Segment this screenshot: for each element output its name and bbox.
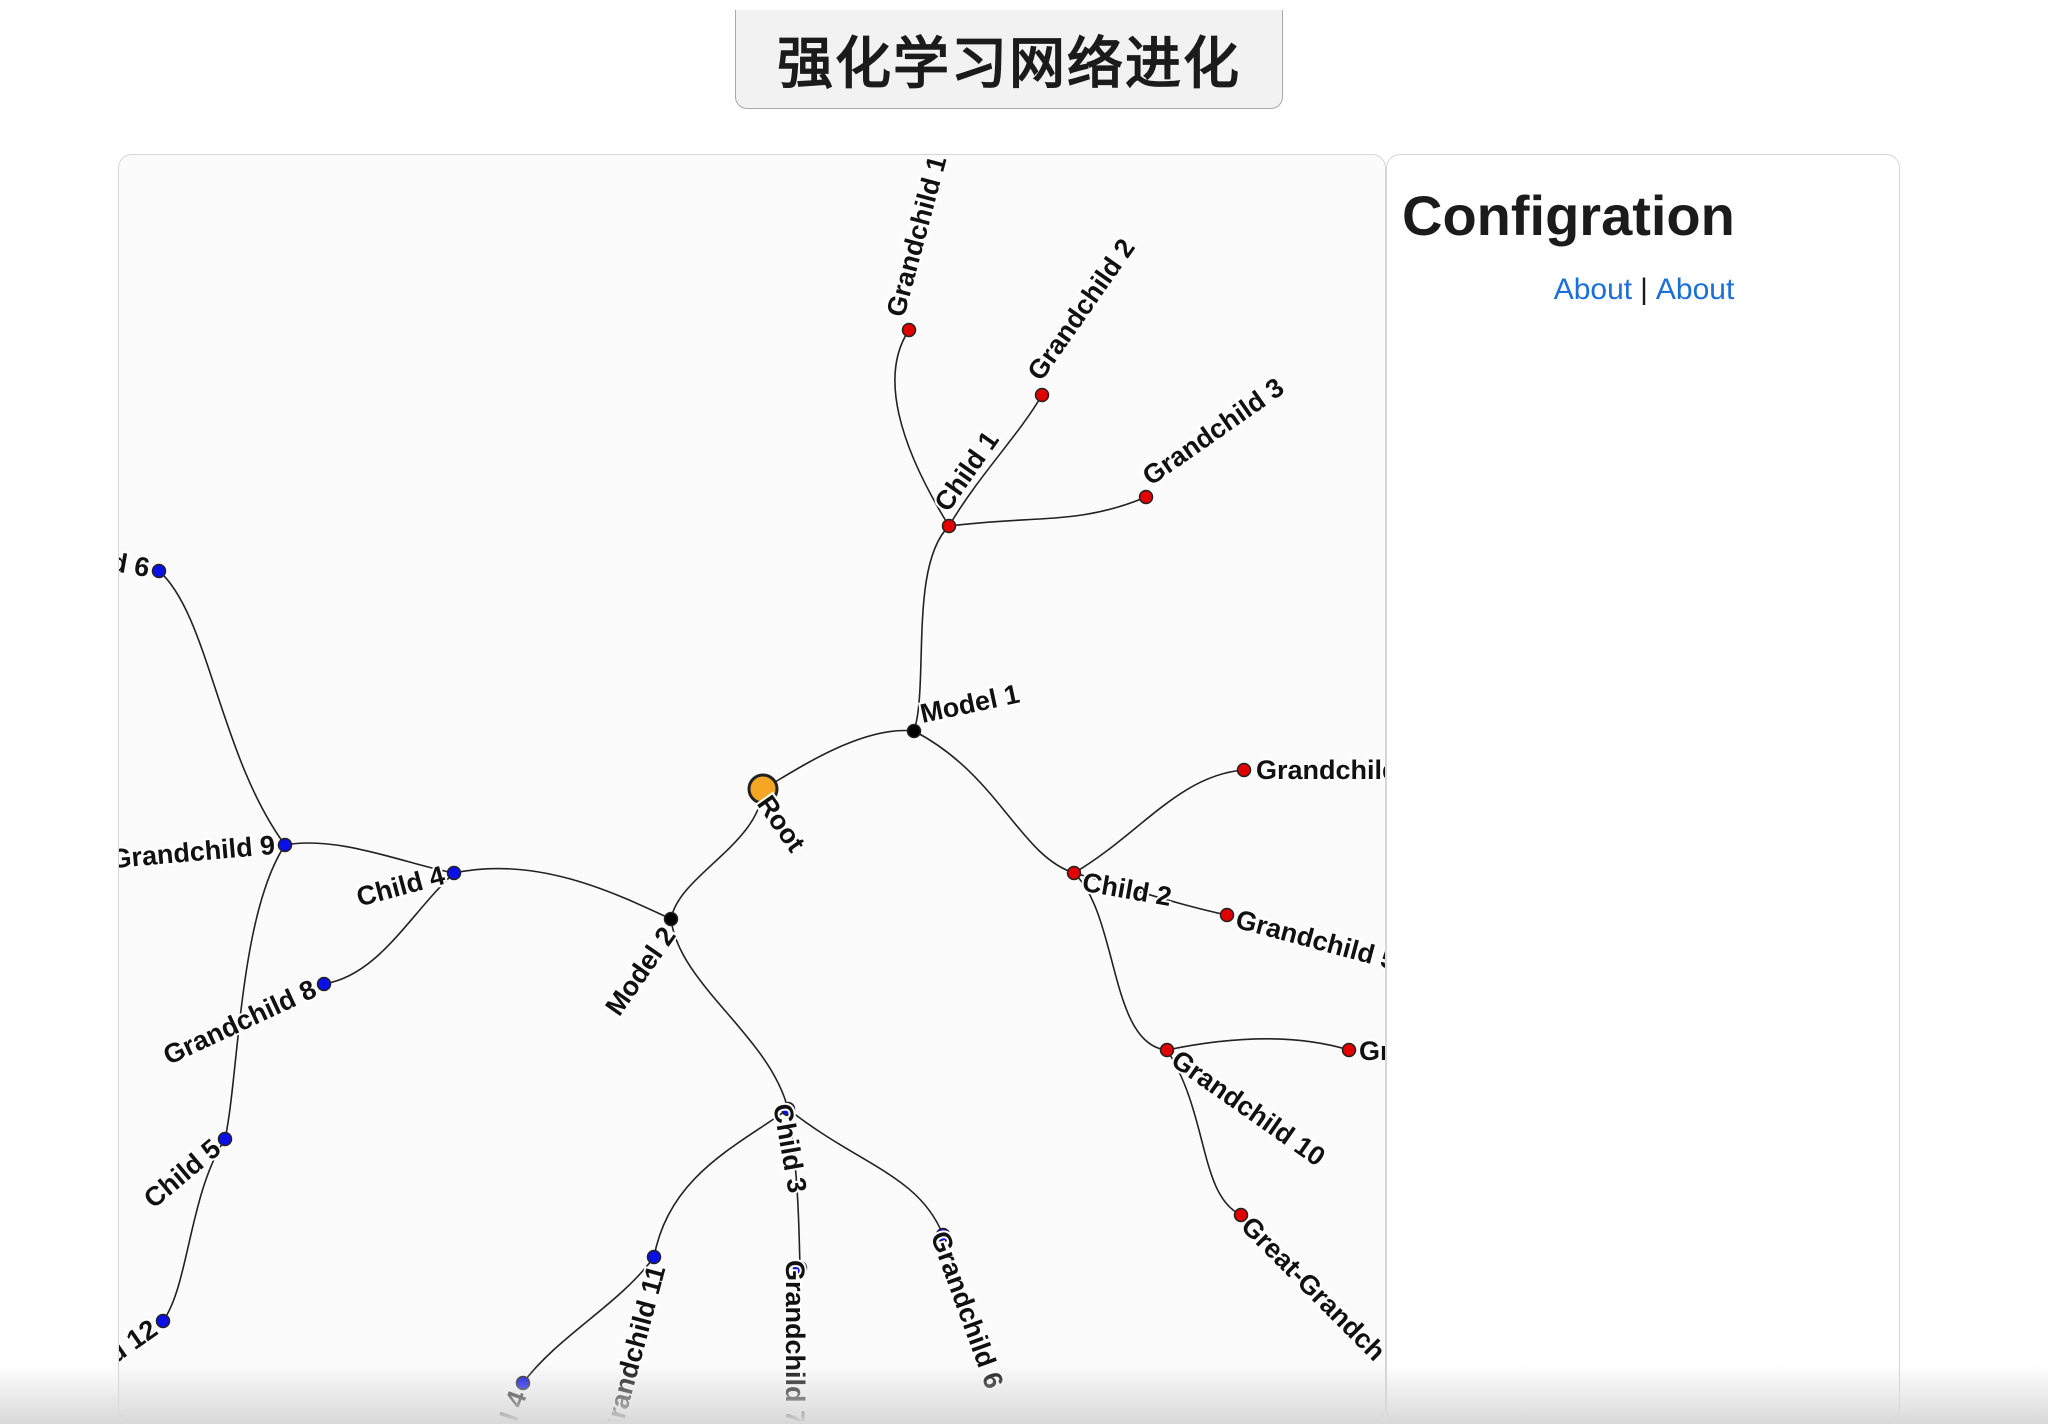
tree-label-c4: Child 4: [353, 860, 448, 912]
tree-label-m2: Model 2: [599, 921, 681, 1021]
tree-node-c5[interactable]: [217, 1131, 233, 1147]
tree-edge-c2-g10: [1073, 872, 1168, 1051]
link-separator: |: [1640, 273, 1648, 306]
tree-label-c1: Child 1: [929, 426, 1005, 517]
about-link-2[interactable]: About: [1655, 273, 1735, 306]
tree-node-c1[interactable]: [941, 518, 957, 534]
tree-node-g12[interactable]: [155, 1313, 171, 1329]
tree-edge-g10-gr: [1166, 1037, 1350, 1051]
tree-label-gc6: d 6: [119, 547, 152, 583]
tree-node-c2[interactable]: [1066, 865, 1082, 881]
tree-label-g1: Grandchild 1: [881, 155, 953, 320]
tree-edge-root-m1: [762, 729, 915, 790]
tree-label-c3: Child 3: [767, 1101, 812, 1195]
tree-node-g3[interactable]: [1138, 489, 1154, 505]
tree-edge-m1-c2: [913, 730, 1075, 874]
tree-node-g1[interactable]: [901, 322, 917, 338]
tree-node-g7[interactable]: [792, 1260, 808, 1276]
tree-label-gr: Gr: [1359, 1036, 1386, 1066]
tree-edge-c3-g7: [787, 1108, 801, 1269]
tree-edge-c2-g5: [1073, 872, 1228, 916]
tree-edge-c1-g3: [948, 496, 1147, 527]
tree-node-gc6[interactable]: [151, 563, 167, 579]
tree-label-m1: Model 1: [918, 679, 1023, 729]
tree-edge-m2-c4: [453, 867, 672, 920]
tree-edge-c3-g11: [653, 1108, 789, 1258]
tree-node-g5[interactable]: [1219, 907, 1235, 923]
tree-node-g8[interactable]: [316, 976, 332, 992]
tree-edge-c1-g1: [894, 329, 950, 527]
tree-node-root[interactable]: [747, 773, 779, 805]
tree-node-gr[interactable]: [1341, 1042, 1357, 1058]
tree-node-g2[interactable]: [1034, 387, 1050, 403]
tree-node-m1[interactable]: [906, 723, 922, 739]
tree-node-g11[interactable]: [646, 1249, 662, 1265]
tree-edge-c4-g8: [323, 872, 455, 985]
tree-edge-c5-g12: [162, 1138, 226, 1322]
window-bottom-edge: [0, 1364, 2048, 1424]
tree-node-g6[interactable]: [935, 1227, 951, 1243]
tree-label-g9: Grandchild 9: [119, 830, 276, 874]
tree-label-g10: Grandchild 10: [1166, 1044, 1331, 1172]
tree-edge-c3-g6: [787, 1108, 944, 1236]
config-panel: Configration About|About: [1386, 154, 1900, 1422]
tree-edge-c1-g2: [948, 394, 1043, 527]
tree-edge-m2-c3: [670, 918, 789, 1110]
tree-edge-g9-gc6: [158, 570, 286, 846]
tree-edge-c2-g4: [1073, 769, 1245, 874]
tree-label-g8: Grandchild 8: [159, 974, 321, 1071]
tree-edge-g10-gg: [1166, 1049, 1242, 1216]
tree-node-gg[interactable]: [1233, 1207, 1249, 1223]
tree-edge-g9-c5: [224, 844, 286, 1140]
tree-label-c5: Child 5: [138, 1133, 226, 1214]
about-link[interactable]: About: [1553, 273, 1633, 306]
tree-node-g10[interactable]: [1159, 1042, 1175, 1058]
tree-label-gg: Great-Grandch: [1235, 1211, 1386, 1367]
tree-node-g9[interactable]: [277, 837, 293, 853]
tree-label-g3: Grandchild 3: [1137, 372, 1289, 491]
tree-node-c4[interactable]: [446, 865, 462, 881]
tree-label-g4: Grandchild: [1256, 755, 1386, 785]
tree-node-m2[interactable]: [663, 911, 679, 927]
tree-node-g4[interactable]: [1236, 762, 1252, 778]
tree-label-root: Root: [751, 790, 811, 858]
tree-edge-c4-g9: [284, 842, 455, 874]
tree-node-c3[interactable]: [780, 1101, 796, 1117]
tree-edge-m1-c1: [913, 525, 950, 732]
config-title: Configration: [1402, 184, 1735, 247]
tree-edge-root-m2: [670, 788, 764, 920]
page-title: 强化学习网络进化: [735, 10, 1283, 109]
tree-label-g2: Grandchild 2: [1022, 233, 1141, 385]
tree-label-g5: Grandchild 5: [1233, 904, 1386, 976]
config-links: About|About: [1387, 273, 1901, 307]
